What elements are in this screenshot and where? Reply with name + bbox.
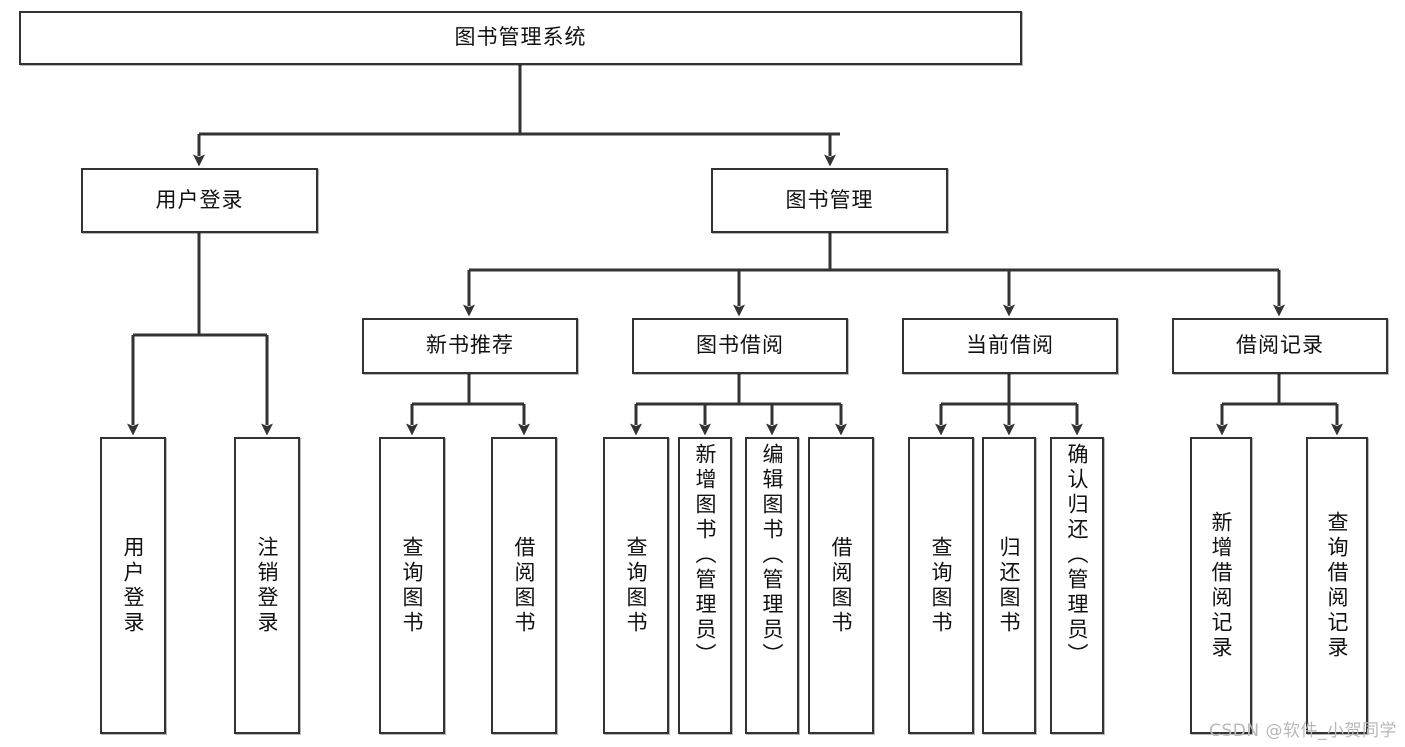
node-book-borrow-label: 图书借阅: [696, 333, 784, 358]
leaf-text-wrap: 注销登录: [236, 439, 298, 732]
leaf-text-wrap: 新增借阅记录: [1192, 439, 1250, 732]
node-root-system-label: 图书管理系统: [454, 25, 587, 50]
node-book-management[interactable]: 图书管理: [711, 168, 948, 233]
node-leaf-query-record-label: 查询借阅记录: [1325, 510, 1350, 661]
node-borrow-record-label: 借阅记录: [1236, 333, 1324, 358]
node-leaf-add-record[interactable]: 新增借阅记录: [1190, 437, 1252, 734]
node-leaf-return-book[interactable]: 归还图书: [982, 437, 1036, 734]
node-new-book-recommend[interactable]: 新书推荐: [362, 318, 578, 374]
node-leaf-return-book-label: 归还图书: [997, 535, 1022, 636]
node-leaf-user-login-label: 用户登录: [121, 535, 146, 636]
node-leaf-confirm-return-label: 确认归还（管理员）: [1065, 443, 1090, 668]
leaf-text-wrap: 查询图书: [605, 439, 667, 732]
node-leaf-query-book-2[interactable]: 查询图书: [603, 437, 669, 734]
node-leaf-query-book-3[interactable]: 查询图书: [908, 437, 974, 734]
node-book-management-label: 图书管理: [785, 187, 874, 212]
node-user-login-label: 用户登录: [155, 187, 244, 212]
node-new-book-recommend-label: 新书推荐: [426, 333, 514, 358]
node-leaf-user-login[interactable]: 用户登录: [100, 437, 166, 734]
leaf-text-wrap: 新增图书（管理员）: [680, 439, 730, 732]
node-leaf-logout[interactable]: 注销登录: [234, 437, 300, 734]
leaf-text-wrap: 查询借阅记录: [1308, 439, 1366, 732]
node-current-borrow-label: 当前借阅: [966, 333, 1054, 358]
node-root-system[interactable]: 图书管理系统: [19, 11, 1022, 65]
leaf-text-wrap: 查询图书: [381, 439, 443, 732]
node-leaf-edit-book-label: 编辑图书（管理员）: [760, 443, 785, 668]
node-leaf-query-book-1-label: 查询图书: [400, 535, 425, 636]
node-leaf-borrow-book-2-label: 借阅图书: [829, 535, 854, 636]
node-leaf-add-book[interactable]: 新增图书（管理员）: [678, 437, 732, 734]
node-user-login[interactable]: 用户登录: [81, 168, 318, 233]
leaf-text-wrap: 查询图书: [910, 439, 972, 732]
node-leaf-query-record[interactable]: 查询借阅记录: [1306, 437, 1368, 734]
node-leaf-add-record-label: 新增借阅记录: [1209, 510, 1234, 661]
node-book-borrow[interactable]: 图书借阅: [632, 318, 848, 374]
leaf-text-wrap: 用户登录: [102, 439, 164, 732]
node-leaf-query-book-2-label: 查询图书: [624, 535, 649, 636]
node-leaf-logout-label: 注销登录: [255, 535, 280, 636]
node-leaf-query-book-1[interactable]: 查询图书: [379, 437, 445, 734]
node-current-borrow[interactable]: 当前借阅: [902, 318, 1118, 374]
node-leaf-borrow-book-1-label: 借阅图书: [512, 535, 537, 636]
leaf-text-wrap: 确认归还（管理员）: [1052, 439, 1102, 732]
node-leaf-query-book-3-label: 查询图书: [929, 535, 954, 636]
node-leaf-confirm-return[interactable]: 确认归还（管理员）: [1050, 437, 1104, 734]
leaf-text-wrap: 借阅图书: [810, 439, 872, 732]
leaf-text-wrap: 编辑图书（管理员）: [747, 439, 797, 732]
node-leaf-borrow-book-1[interactable]: 借阅图书: [491, 437, 557, 734]
node-leaf-add-book-label: 新增图书（管理员）: [693, 443, 718, 668]
node-borrow-record[interactable]: 借阅记录: [1172, 318, 1388, 374]
csdn-watermark: CSDN @软件_小贺同学: [1209, 721, 1397, 741]
leaf-text-wrap: 借阅图书: [493, 439, 555, 732]
node-leaf-borrow-book-2[interactable]: 借阅图书: [808, 437, 874, 734]
leaf-text-wrap: 归还图书: [984, 439, 1034, 732]
node-leaf-edit-book[interactable]: 编辑图书（管理员）: [745, 437, 799, 734]
